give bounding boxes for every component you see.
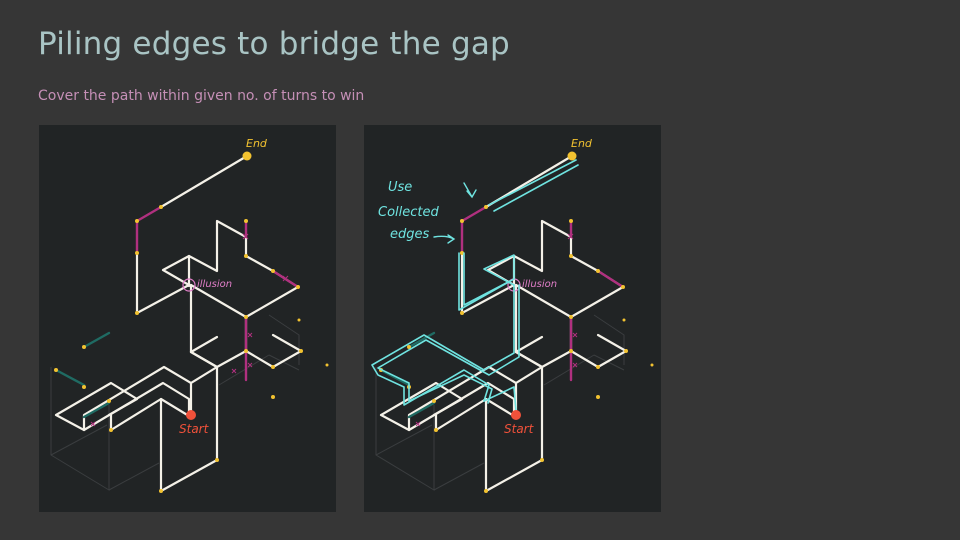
collectible-edges: [135, 205, 300, 382]
end-node: [242, 151, 252, 161]
faint-grid-lines: [50, 314, 300, 491]
annotation-path: [371, 159, 579, 412]
illusion-marker: [182, 278, 196, 292]
start-label: Start: [504, 422, 535, 436]
annotation-arrows: [433, 182, 477, 244]
path-nodes: [379, 205, 654, 493]
teal-edges: [54, 331, 111, 419]
slide-title: Piling edges to bridge the gap: [38, 26, 510, 62]
annotation-line-1: Use: [388, 180, 412, 195]
start-label: Start: [179, 422, 210, 436]
annotation-line-3: edges: [390, 227, 430, 242]
collectible-edges: [460, 205, 625, 382]
end-node: [567, 151, 577, 161]
start-node: [511, 410, 521, 420]
illusion-label: illusion: [522, 279, 557, 290]
right-puzzle-diagram: End Start illusion Use Collected edges: [371, 137, 654, 493]
slide-subtitle: Cover the path within given no. of turns…: [38, 88, 365, 104]
cross-marks: [90, 233, 289, 427]
faint-grid-lines: [375, 314, 625, 491]
left-puzzle-diagram: End Start illusion: [50, 137, 329, 493]
end-label: End: [571, 137, 593, 150]
start-node: [186, 410, 196, 420]
annotation-line-2: Collected: [378, 205, 439, 220]
end-label: End: [246, 137, 268, 150]
path-edges: [54, 154, 303, 493]
illusion-label: illusion: [197, 279, 232, 290]
left-puzzle-panel: End Start illusion: [39, 125, 336, 512]
path-nodes: [54, 205, 329, 493]
right-puzzle-panel: End Start illusion Use Collected edges: [364, 125, 661, 512]
cross-marks: [415, 233, 578, 427]
